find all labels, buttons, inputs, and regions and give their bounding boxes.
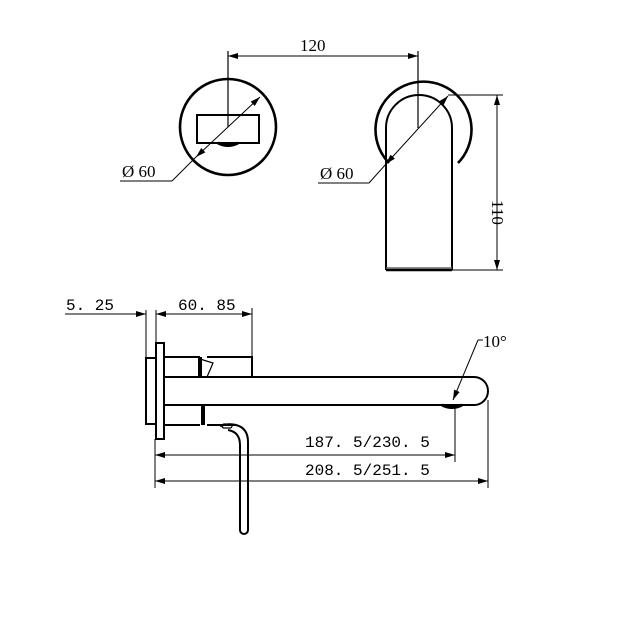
dimension-label-6085: 60. 85 [178, 297, 236, 315]
side-view-spout: Ø 60 110 [318, 51, 507, 272]
spout-outlet [441, 403, 463, 409]
spout-arm [164, 376, 489, 406]
cover-plate [155, 342, 165, 440]
lever-pivot [221, 423, 233, 429]
dimension-label-525: 5. 25 [66, 297, 114, 315]
leader-right [368, 163, 387, 184]
angle-leader [452, 339, 479, 401]
dimension-label-110: 110 [488, 200, 507, 225]
spout-body [385, 94, 453, 270]
diameter-line-left [195, 96, 261, 158]
lever-handle [219, 423, 249, 535]
front-view-handle: Ø 60 [120, 51, 278, 182]
angle-label: 10° [483, 332, 507, 351]
body-bevel [199, 358, 214, 378]
side-elevation: 5. 25 60. 85 10° 187. 5/230. 5 208. 5/25… [65, 297, 507, 535]
dimension-label-total-reach: 208. 5/251. 5 [305, 462, 430, 480]
leader-left [171, 156, 197, 182]
back-plate [145, 357, 157, 425]
dimension-label-outlet-reach: 187. 5/230. 5 [305, 434, 430, 452]
dimension-label-120: 120 [300, 36, 326, 55]
diameter-line-right [385, 95, 449, 165]
diameter-label-right: Ø 60 [320, 164, 354, 183]
diameter-label-left: Ø 60 [122, 162, 156, 181]
wall-plate-arc [374, 80, 473, 164]
dimension-120: 120 [228, 36, 418, 59]
